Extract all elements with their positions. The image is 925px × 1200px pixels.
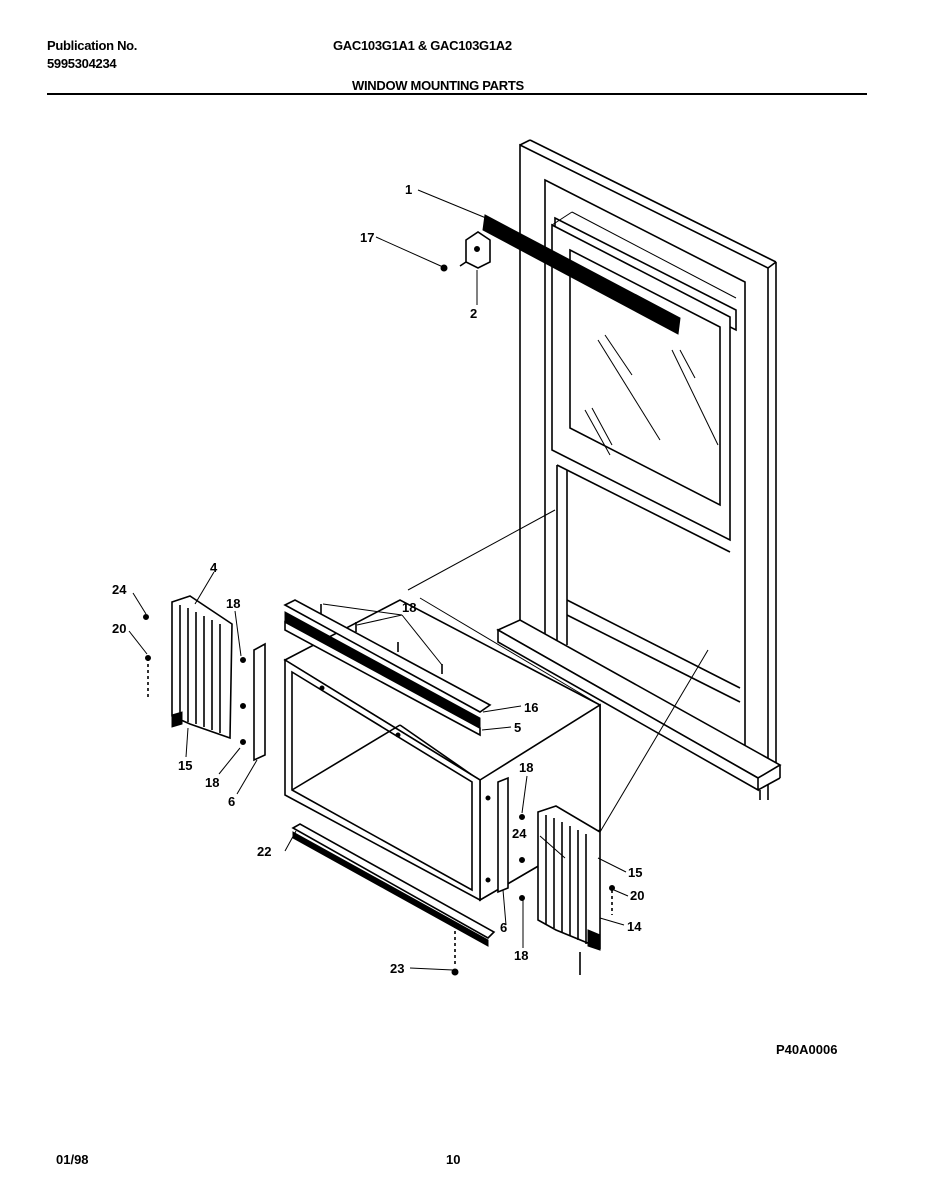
- right-side-curtain: [537, 805, 601, 975]
- bottom-sill-support: [291, 823, 496, 976]
- publication-number: 5995304234: [47, 56, 117, 71]
- top-rail-channel: [283, 599, 492, 737]
- callout-24-left: 24: [112, 582, 127, 597]
- callout-6-right: 6: [500, 920, 507, 935]
- right-small-screws: [519, 814, 615, 915]
- header-rule: [47, 93, 867, 95]
- callout-18-left-bottom: 18: [205, 775, 219, 790]
- callout-1: 1: [405, 182, 412, 197]
- left-curtain-frame-strip: [253, 642, 266, 762]
- callout-24-right: 24: [512, 826, 527, 841]
- callout-6-left: 6: [228, 794, 235, 809]
- figure-code: P40A0006: [776, 1042, 838, 1057]
- top-seal-strip: [482, 214, 681, 335]
- callout-15-right: 15: [628, 865, 642, 880]
- callout-5: 5: [514, 720, 521, 735]
- page-number: 10: [446, 1152, 461, 1167]
- upper-sash: [551, 211, 737, 542]
- model-numbers: GAC103G1A1 & GAC103G1A2: [333, 38, 512, 53]
- callout-20-left: 20: [112, 621, 126, 636]
- callout-18-right-top: 18: [519, 760, 533, 775]
- left-small-screws: [143, 614, 246, 745]
- leader-lines: [128, 189, 629, 971]
- bracket-screw: [440, 264, 448, 272]
- window-sill: [496, 619, 782, 800]
- callout-17: 17: [360, 230, 374, 245]
- lower-sash: [556, 464, 741, 703]
- glass-reflection-marks: [584, 334, 719, 456]
- callout-14: 14: [627, 919, 642, 934]
- top-mounting-bracket: [459, 231, 491, 269]
- rail-screws: [320, 604, 443, 674]
- callout-15-left: 15: [178, 758, 192, 773]
- callout-labels: 1 17 2 4 24 20 18 18 16 5 15 18 6 18 24 …: [112, 182, 644, 976]
- callout-18-rail: 18: [402, 600, 416, 615]
- publication-label: Publication No.: [47, 38, 138, 53]
- callout-18-left-top: 18: [226, 596, 240, 611]
- callout-23: 23: [390, 961, 404, 976]
- alignment-lines: [407, 509, 709, 833]
- callout-16: 16: [524, 700, 538, 715]
- left-side-curtain: [171, 595, 233, 740]
- callout-18-right-bottom: 18: [514, 948, 528, 963]
- callout-4: 4: [210, 560, 218, 575]
- right-curtain-frame-strip: [497, 776, 509, 894]
- callout-22: 22: [257, 844, 271, 859]
- callout-20-right: 20: [630, 888, 644, 903]
- callout-2: 2: [470, 306, 477, 321]
- cabinet-sleeve: [283, 599, 601, 902]
- section-title: WINDOW MOUNTING PARTS: [352, 78, 524, 93]
- footer-date: 01/98: [56, 1152, 89, 1167]
